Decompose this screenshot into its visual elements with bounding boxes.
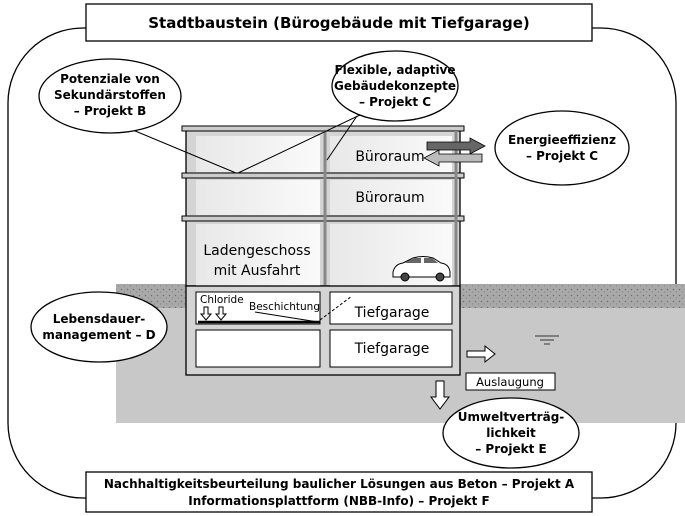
bubble-energie xyxy=(494,110,630,186)
room-label-tiefgarage-1: Tiefgarage xyxy=(354,305,430,321)
floor-slab xyxy=(181,172,465,179)
garage-room-4 xyxy=(329,329,453,368)
water-table-icon xyxy=(535,335,559,345)
footer-line-1: Nachhaltigkeitsbeurteilung baulicher Lös… xyxy=(104,477,575,491)
umwelt-line-2: lichkeit xyxy=(486,426,536,440)
room-right-2 xyxy=(330,180,452,215)
energy-arrow-right-icon xyxy=(426,137,486,155)
footer-box xyxy=(85,471,593,513)
energy-arrow-left-icon xyxy=(423,149,483,167)
footer-line-2: Informationsplattform (NBB-Info) – Proje… xyxy=(188,494,490,508)
room-left-1 xyxy=(196,136,320,172)
energie-line-1: Energieeffizienz xyxy=(508,133,616,147)
lebensdauer-line-1: Lebensdauer- xyxy=(53,312,145,326)
potenziale-line-2: Sekundärstoffen xyxy=(54,88,166,102)
garage-room-3 xyxy=(195,329,321,368)
room-label-buero-1: Büroraum xyxy=(355,149,424,165)
beschichtung-pointer xyxy=(254,311,319,323)
bubble-umwelt xyxy=(442,397,580,469)
car-icon xyxy=(392,256,451,282)
room-label-laden-2: mit Ausfahrt xyxy=(214,263,301,279)
bubble-flexible xyxy=(331,50,459,122)
bubble-potenziale xyxy=(38,58,182,134)
diagram-title: Stadtbaustein (Bürogebäude mit Tiefgarag… xyxy=(148,14,530,32)
room-label-buero-2: Büroraum xyxy=(355,190,424,206)
room-left-3 xyxy=(196,224,320,286)
floor-slab xyxy=(181,215,465,222)
lebensdauer-line-2: management – D xyxy=(42,328,155,342)
flexible-line-3: – Projekt C xyxy=(359,95,431,109)
room-label-laden-1: Ladengeschoss xyxy=(203,243,310,259)
label-auslaugung: Auslaugung xyxy=(476,375,544,389)
room-left-2 xyxy=(196,180,320,215)
ramp-dashed-line xyxy=(319,295,353,321)
leach-arrow-right-icon xyxy=(466,344,496,364)
auslaugung-box xyxy=(465,372,556,391)
potenziale-line-3: – Projekt B xyxy=(74,104,146,118)
pointer-lines xyxy=(127,114,361,174)
room-label-tiefgarage-2: Tiefgarage xyxy=(354,341,430,357)
flexible-line-1: Flexible, adaptive xyxy=(334,63,455,77)
label-chloride: Chloride xyxy=(200,294,244,306)
leach-arrow-down-icon xyxy=(430,380,450,410)
chloride-arrows-icon xyxy=(199,306,228,321)
title-box xyxy=(85,3,593,42)
potenziale-line-1: Potenziale von xyxy=(60,72,160,86)
label-beschichtung: Beschichtung xyxy=(249,301,320,313)
energie-line-2: – Projekt C xyxy=(526,149,598,163)
umwelt-line-1: Umweltverträg- xyxy=(458,410,565,424)
umwelt-line-3: – Projekt E xyxy=(475,442,546,456)
roof-slab xyxy=(181,125,465,132)
flexible-line-2: Gebäudekonzepte xyxy=(334,79,456,93)
bubble-lebensdauer xyxy=(30,291,168,363)
